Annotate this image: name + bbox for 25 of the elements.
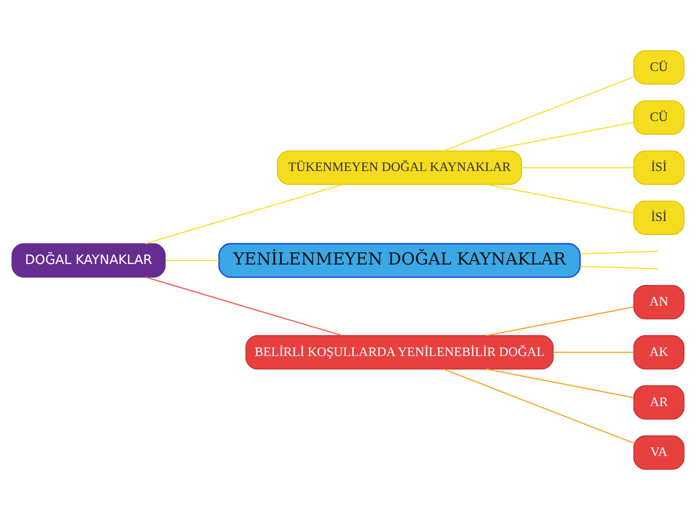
connector bbox=[486, 184, 634, 214]
connector bbox=[166, 260, 219, 262]
connector bbox=[146, 276, 343, 336]
connector bbox=[580, 266, 658, 270]
connector bbox=[486, 306, 634, 336]
connector bbox=[522, 167, 634, 168]
connector bbox=[443, 76, 634, 152]
connector bbox=[145, 184, 343, 244]
node-box: İSİ bbox=[633, 200, 684, 235]
node-box: İSİ bbox=[633, 150, 684, 185]
node-box: CÜ bbox=[633, 50, 684, 85]
node-box: VA bbox=[633, 435, 684, 470]
node-box: AR bbox=[633, 385, 684, 420]
node-box: AN bbox=[633, 285, 684, 320]
connector bbox=[486, 122, 634, 152]
node-box: BELİRLİ KOŞULLARDA YENİLENEBİLİR DOĞAL bbox=[245, 335, 554, 370]
node-box: CÜ bbox=[633, 100, 684, 135]
connector bbox=[553, 352, 634, 353]
node-box: TÜKENMEYEN DOĞAL KAYNAKLAR bbox=[277, 150, 522, 185]
connector bbox=[580, 250, 658, 255]
connector bbox=[486, 368, 634, 398]
connector bbox=[443, 368, 634, 444]
node-box: DOĞAL KAYNAKLAR bbox=[12, 243, 166, 278]
node-box: AK bbox=[633, 335, 684, 370]
node-box: YENİLENMEYEN DOĞAL KAYNAKLAR bbox=[218, 243, 581, 278]
